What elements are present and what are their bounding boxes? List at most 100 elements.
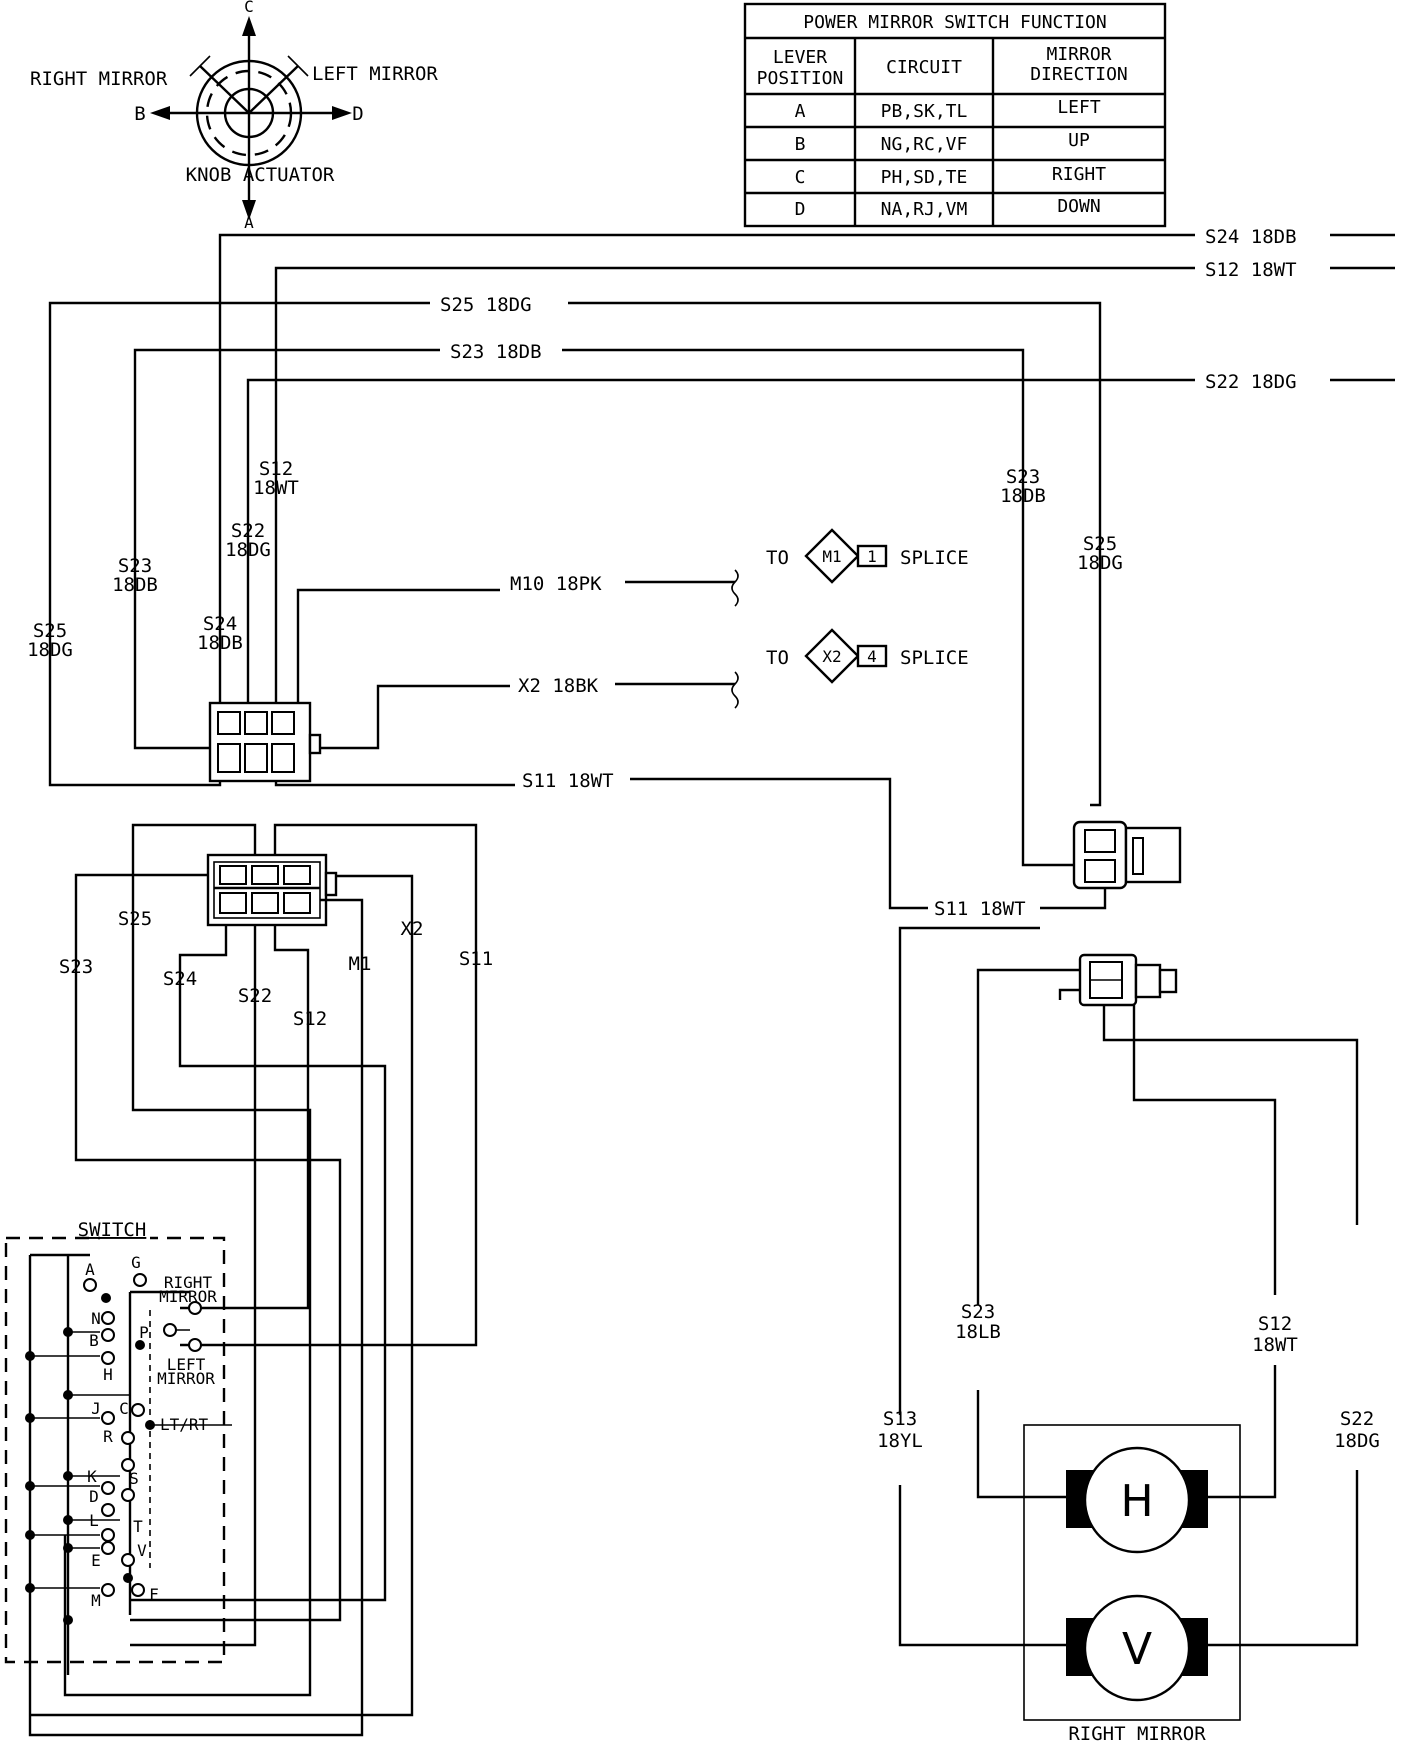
lower-label-x2: X2 — [401, 918, 424, 940]
switch-left-mirror-1: LEFT — [167, 1355, 206, 1374]
switch-pos-d: D — [89, 1487, 99, 1506]
switch-pos-s: S — [129, 1469, 139, 1488]
switch-contacts — [83, 1273, 202, 1597]
switch-pos-c: C — [119, 1399, 129, 1418]
table-row-pos: B — [795, 134, 806, 155]
wire-label-s11: S11 18WT — [522, 770, 614, 792]
knob-right-mirror: RIGHT MIRROR — [30, 68, 168, 90]
table-row-dir: RIGHT — [1052, 164, 1106, 185]
wire-label-s24: S24 18DB — [1205, 226, 1297, 248]
header-direction: DIRECTION — [1030, 64, 1128, 85]
upper-connector — [208, 701, 322, 783]
knob-label-b: B — [134, 103, 145, 125]
table-row-circuit: PB,SK,TL — [881, 101, 968, 122]
splice-to-2: TO — [766, 647, 789, 669]
mirror-label-s23: S23 — [961, 1301, 995, 1323]
vlabel-s24-gauge: 18DB — [197, 632, 243, 654]
table-row-circuit: NG,RC,VF — [881, 134, 968, 155]
function-table: POWER MIRROR SWITCH FUNCTION LEVER POSIT… — [743, 2, 1167, 228]
switch-pos-n: N — [91, 1309, 101, 1328]
lower-label-s11: S11 — [459, 948, 493, 970]
switch-pos-a: A — [85, 1260, 95, 1279]
switch-pos-r: R — [103, 1427, 113, 1446]
vlabel-right-s25-gauge: 18DG — [1077, 552, 1123, 574]
motor-v: V — [1066, 1594, 1208, 1702]
switch-pos-f: F — [149, 1585, 159, 1604]
motor-h: H — [1066, 1446, 1208, 1554]
lower-connector — [206, 853, 338, 927]
lower-label-s12: S12 — [293, 1008, 327, 1030]
lower-harness: S25 S23 S24 S22 S12 M1 X2 S11 — [28, 823, 493, 1737]
switch-pos-k: K — [87, 1467, 97, 1486]
switch-pos-p: P — [139, 1323, 149, 1342]
vlabel-s25: S25 — [33, 620, 67, 642]
mirror-label-s13-gauge: 18YL — [877, 1430, 923, 1452]
table-row-circuit: PH,SD,TE — [881, 167, 968, 188]
wire-label-x2: X2 18BK — [518, 675, 599, 697]
motor-h-label: H — [1120, 1476, 1153, 1527]
lower-label-s23: S23 — [59, 956, 93, 978]
wire-label-m10: M10 18PK — [510, 573, 602, 595]
knob-actuator: C A B D RIGHT MIRROR LEFT MIRROR KNOB AC… — [30, 0, 438, 232]
mirror-label-s22-gauge: 18DG — [1334, 1430, 1380, 1452]
right-mirror-title: RIGHT MIRROR — [1068, 1723, 1206, 1744]
vlabel-right-s23: S23 — [1006, 466, 1040, 488]
knob-label-d: D — [352, 103, 363, 125]
splice-m1: M1 — [822, 547, 841, 566]
lower-label-s22: S22 — [238, 985, 272, 1007]
knob-label-a: A — [244, 213, 254, 232]
table-title: POWER MIRROR SWITCH FUNCTION — [803, 12, 1106, 33]
splice-to-1: TO — [766, 547, 789, 569]
table-row-pos: D — [795, 199, 806, 220]
right-mirror-assembly: H V RIGHT MIRROR — [1023, 1424, 1241, 1744]
knob-left-mirror: LEFT MIRROR — [312, 63, 438, 85]
upper-harness: S24 18DB S12 18WT S25 18DG S23 18DB S22 … — [27, 226, 1395, 920]
vlabel-s12: S12 — [259, 458, 293, 480]
mirror-label-s23-gauge: 18LB — [955, 1321, 1001, 1343]
vlabel-s23: S23 — [118, 555, 152, 577]
mirror-label-s22: S22 — [1340, 1408, 1374, 1430]
switch-pos-m: M — [91, 1591, 101, 1610]
table-row-circuit: NA,RJ,VM — [881, 199, 968, 220]
motor-v-label: V — [1122, 1624, 1152, 1675]
vlabel-s12-gauge: 18WT — [253, 477, 299, 499]
splice-label-2: SPLICE — [900, 647, 969, 669]
header-mirror: MIRROR — [1046, 44, 1111, 65]
switch-pos-h: H — [103, 1365, 113, 1384]
switch-box: SWITCH — [4, 1219, 232, 1675]
header-lever: LEVER — [773, 47, 827, 68]
vlabel-s25-gauge: 18DG — [27, 639, 73, 661]
header-circuit: CIRCUIT — [886, 57, 962, 78]
splice-num-1: 1 — [867, 547, 877, 566]
lower-label-s25: S25 — [118, 908, 152, 930]
vlabel-s22-gauge: 18DG — [225, 539, 271, 561]
vlabel-s24: S24 — [203, 613, 237, 635]
vlabel-right-s25: S25 — [1083, 533, 1117, 555]
mirror-connector-upper — [1072, 820, 1182, 890]
table-row-pos: C — [795, 167, 806, 188]
table-row-pos: A — [795, 101, 806, 122]
wire-label-s22: S22 18DG — [1205, 371, 1297, 393]
wire-label-s11-right: S11 18WT — [934, 898, 1026, 920]
switch-pos-v: V — [137, 1541, 147, 1560]
table-row-dir: LEFT — [1057, 97, 1101, 118]
switch-ltrt: LT/RT — [160, 1415, 209, 1434]
splice-refs: TO M1 1 SPLICE TO X2 4 SPLICE — [731, 528, 969, 709]
switch-right-mirror-2: MIRROR — [159, 1287, 217, 1306]
mirror-wiring: S23 18LB S12 18WT S13 18YL S22 18DG — [877, 926, 1380, 1647]
vlabel-s22: S22 — [231, 520, 265, 542]
lower-label-s24: S24 — [163, 968, 197, 990]
switch-pos-t: T — [133, 1517, 143, 1536]
mirror-label-s13: S13 — [883, 1408, 917, 1430]
wire-label-s12: S12 18WT — [1205, 259, 1297, 281]
mirror-connector-lower — [1078, 953, 1178, 1007]
switch-left-mirror-2: MIRROR — [157, 1369, 215, 1388]
vlabel-s23-gauge: 18DB — [112, 574, 158, 596]
splice-num-2: 4 — [867, 647, 877, 666]
switch-pos-e: E — [91, 1551, 101, 1570]
header-position: POSITION — [757, 68, 844, 89]
knob-label-c: C — [244, 0, 254, 16]
knob-actuator-label: KNOB ACTUATOR — [186, 164, 335, 186]
switch-pos-b: B — [89, 1331, 99, 1350]
